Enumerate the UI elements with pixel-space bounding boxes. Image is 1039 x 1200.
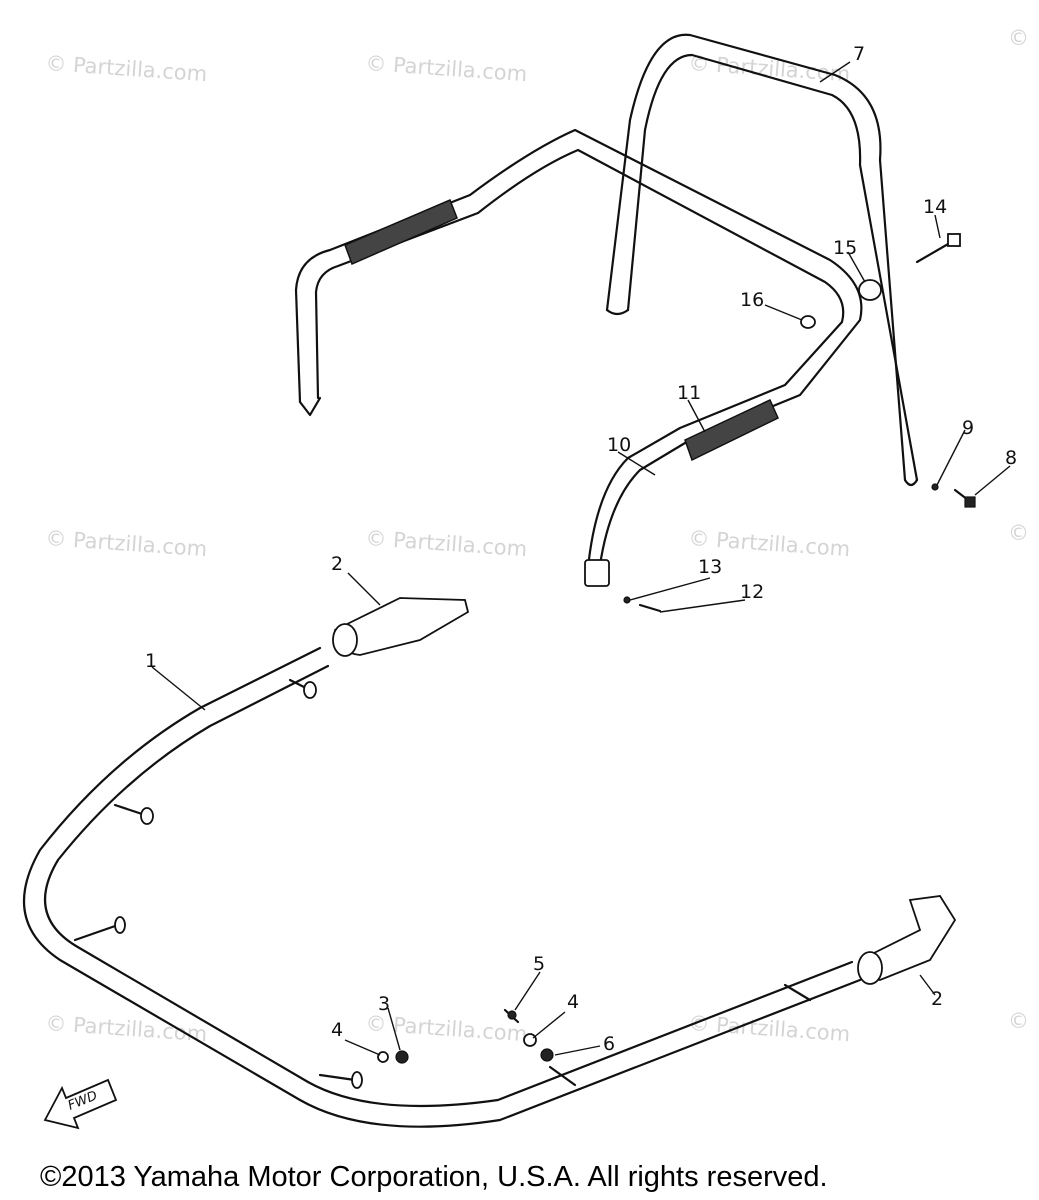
- callout-1: 1: [145, 650, 157, 672]
- watermark: © Partzilla.com: [365, 51, 528, 86]
- grip-right-upper: [684, 398, 779, 462]
- callout-4-left: 4: [331, 1019, 343, 1041]
- watermark: ©: [1008, 26, 1029, 50]
- mount-stubs: [73, 678, 812, 1089]
- watermark: © Partzilla.com: [365, 1011, 528, 1046]
- fwd-arrow-icon: FWD: [43, 1078, 118, 1130]
- callout-15: 15: [833, 237, 857, 259]
- watermark: ©: [1008, 1009, 1029, 1033]
- part-7-rear-bar: [605, 33, 919, 487]
- copyright-notice: ©2013 Yamaha Motor Corporation, U.S.A. A…: [40, 1161, 828, 1193]
- leader-lines: [151, 61, 1011, 1056]
- watermark: © Partzilla.com: [45, 526, 208, 561]
- callout-8: 8: [1005, 447, 1017, 469]
- watermark: © Partzilla.com: [365, 526, 528, 561]
- callout-3: 3: [378, 993, 390, 1015]
- watermark: © Partzilla.com: [45, 1011, 208, 1046]
- callout-2-right: 2: [931, 988, 943, 1010]
- grip-left-upper: [344, 199, 458, 266]
- callout-7: 7: [853, 43, 865, 65]
- callout-14: 14: [923, 196, 947, 218]
- callout-4-right: 4: [567, 991, 579, 1013]
- callout-12: 12: [740, 581, 764, 603]
- callout-10: 10: [607, 434, 631, 456]
- callout-9: 9: [962, 417, 974, 439]
- callout-labels: 1 2 2 3 4 4 5 6 7 8 9 10 11 12 13 14 15 …: [145, 43, 1017, 1055]
- callout-2-left: 2: [331, 553, 343, 575]
- callout-16: 16: [740, 289, 764, 311]
- hardware: [377, 233, 976, 1064]
- part-2-end-cap-right: [857, 895, 957, 985]
- callout-5: 5: [533, 953, 545, 975]
- callout-13: 13: [698, 556, 722, 578]
- watermark: ©: [1008, 521, 1029, 545]
- watermark: © Partzilla.com: [45, 51, 208, 86]
- part-10-handle-bar: [294, 128, 863, 587]
- part-1-bumper: [22, 646, 862, 1128]
- callout-6: 6: [603, 1033, 615, 1055]
- callout-11: 11: [677, 382, 701, 404]
- part-2-end-cap-left: [332, 597, 470, 657]
